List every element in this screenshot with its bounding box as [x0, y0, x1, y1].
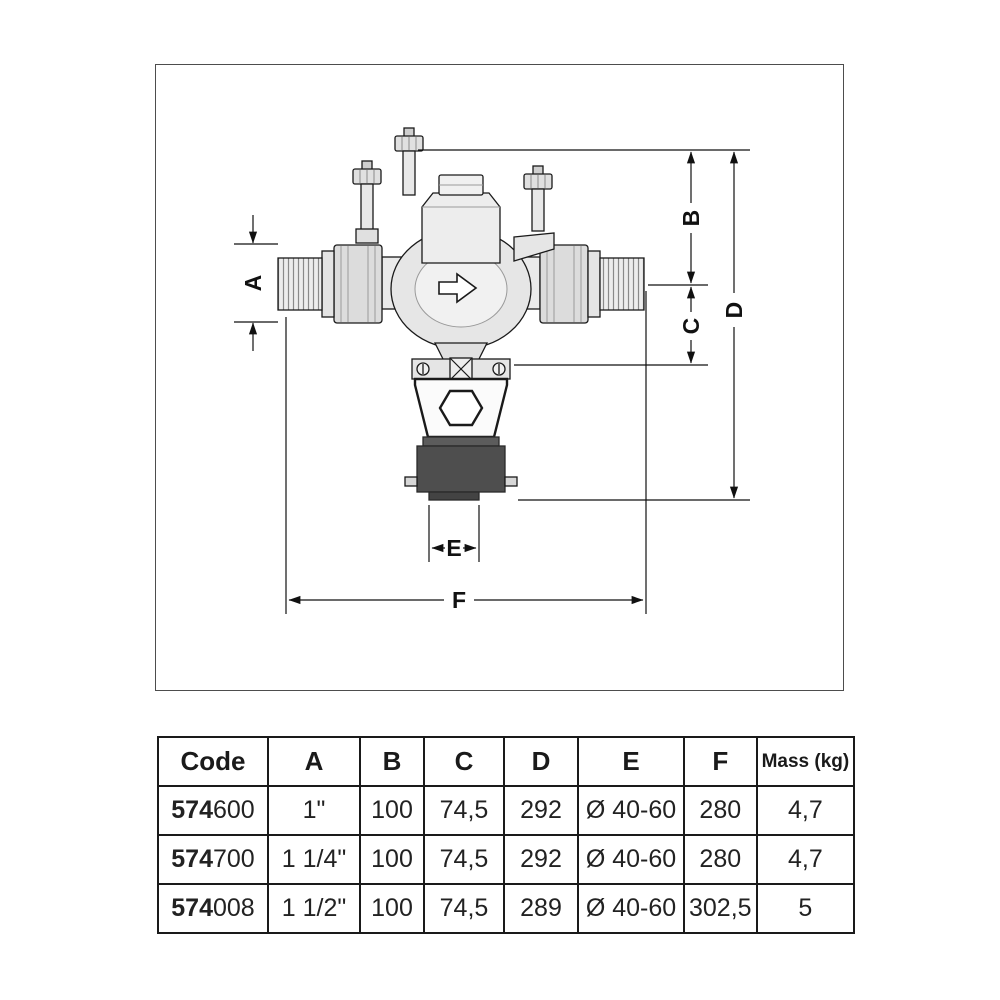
table-header-row: Code A B C D E F Mass (kg): [157, 736, 856, 787]
cell-f: 280: [683, 785, 758, 836]
dimension-lines: [234, 149, 750, 614]
code-suffix: 700: [213, 845, 255, 873]
dim-label-d: D: [721, 302, 747, 319]
right-hex: [587, 250, 601, 318]
cell-mass: 4,7: [755, 834, 856, 885]
col-header-c: C: [423, 736, 505, 787]
test-cock-tall: [394, 127, 424, 196]
dim-label-e: E: [446, 535, 461, 561]
cell-a: 1": [267, 785, 361, 836]
funnel-window: [438, 389, 484, 427]
left-thread: [277, 257, 323, 311]
cell-a: 1 1/4": [267, 834, 361, 885]
air-gap-funnel: [413, 377, 509, 439]
valve-diagram: A B C D E F: [234, 127, 750, 614]
technical-drawing-frame: A B C D E F: [155, 64, 844, 691]
col-header-code: Code: [157, 736, 269, 787]
spec-table: Code A B C D E F Mass (kg) 574600 1" 100…: [157, 736, 856, 934]
dim-label-f: F: [452, 587, 466, 613]
col-header-f: F: [683, 736, 758, 787]
right-thread: [599, 257, 645, 311]
cell-d: 289: [503, 883, 579, 934]
upper-housing: [421, 192, 501, 264]
cell-a: 1 1/2": [267, 883, 361, 934]
dim-label-a: A: [240, 275, 266, 292]
col-header-e: E: [577, 736, 685, 787]
test-cock-left: [352, 160, 382, 244]
cell-c: 74,5: [423, 883, 505, 934]
cell-d: 292: [503, 834, 579, 885]
code-suffix: 008: [213, 894, 255, 922]
cell-d: 292: [503, 785, 579, 836]
test-cock-right: [513, 165, 555, 262]
col-header-d: D: [503, 736, 579, 787]
cell-mass: 5: [755, 883, 856, 934]
dim-label-c: C: [678, 318, 704, 335]
code-suffix: 600: [213, 796, 255, 824]
mounting-bracket: [411, 357, 511, 381]
cell-code: 574700: [157, 834, 269, 885]
col-header-mass: Mass (kg): [755, 736, 856, 787]
code-prefix: 574: [171, 894, 213, 922]
valve-body: [277, 127, 645, 501]
cell-mass: 4,7: [755, 785, 856, 836]
col-header-a: A: [267, 736, 361, 787]
cell-c: 74,5: [423, 834, 505, 885]
flow-arrow-icon: [438, 272, 478, 304]
code-prefix: 574: [171, 796, 213, 824]
cell-code: 574600: [157, 785, 269, 836]
col-header-b: B: [359, 736, 425, 787]
table-row: 574700 1 1/4" 100 74,5 292 Ø 40-60 280 4…: [157, 834, 856, 885]
table-row: 574008 1 1/2" 100 74,5 289 Ø 40-60 302,5…: [157, 883, 856, 934]
cell-e: Ø 40-60: [577, 883, 685, 934]
cell-f: 302,5: [683, 883, 758, 934]
cell-e: Ø 40-60: [577, 785, 685, 836]
discharge-body: [404, 436, 518, 501]
code-prefix: 574: [171, 845, 213, 873]
cell-c: 74,5: [423, 785, 505, 836]
cell-b: 100: [359, 883, 425, 934]
cell-b: 100: [359, 785, 425, 836]
table-row: 574600 1" 100 74,5 292 Ø 40-60 280 4,7: [157, 785, 856, 836]
cell-code: 574008: [157, 883, 269, 934]
dim-label-b: B: [678, 210, 704, 227]
cell-e: Ø 40-60: [577, 834, 685, 885]
cell-b: 100: [359, 834, 425, 885]
left-hex: [321, 250, 335, 318]
cell-f: 280: [683, 834, 758, 885]
